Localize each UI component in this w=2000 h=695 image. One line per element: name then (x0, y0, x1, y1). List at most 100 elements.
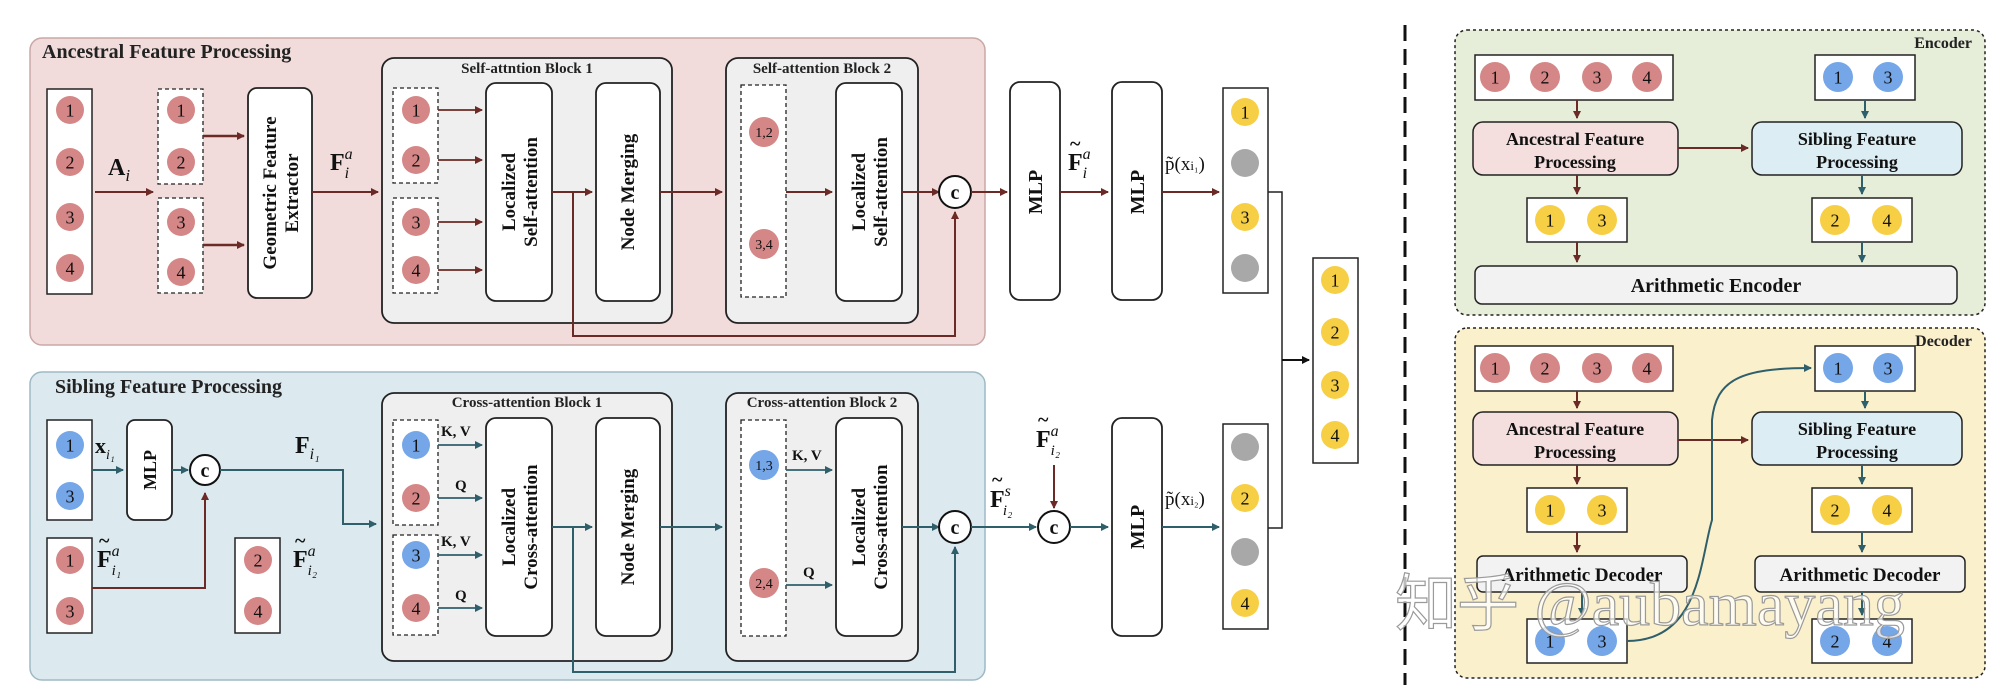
node-label: 2 (254, 550, 263, 570)
node-circle (1231, 149, 1259, 177)
cross-attention-block-2-nodes: 1,32,4 (749, 450, 779, 598)
node-label: 1 (1546, 500, 1555, 520)
self-attention-block-2-nodes: 1,2 3,4 (749, 117, 779, 259)
node-label: 3 (1331, 375, 1340, 395)
svg-text:~: ~ (1070, 133, 1081, 155)
node-label: 2 (177, 152, 186, 172)
node-circle (1873, 62, 1903, 92)
svg-text:c: c (951, 182, 960, 204)
node-circle (1321, 371, 1349, 399)
sibling-feature-label: Fi₁ (295, 433, 320, 463)
svg-text:MLP: MLP (140, 450, 160, 490)
node-circle (56, 148, 84, 176)
node-label: 3 (1241, 207, 1250, 227)
node-label: 1 (1491, 67, 1500, 87)
node-label: 2 (1331, 322, 1340, 342)
node-circle (1820, 495, 1850, 525)
node-label: 2 (66, 152, 75, 172)
node-label: 1 (66, 100, 75, 120)
node-label: 3 (412, 212, 421, 232)
svg-text:c: c (201, 460, 210, 482)
node-circle (402, 541, 430, 569)
node-circle (402, 484, 430, 512)
node-label: 4 (1883, 631, 1892, 651)
node-label: 1 (1491, 358, 1500, 378)
node-circle (1231, 203, 1259, 231)
decoder-sibling-box (1751, 411, 1963, 466)
node-label: 4 (66, 258, 75, 278)
node-circle (1587, 495, 1617, 525)
node-label: 4 (1883, 500, 1892, 520)
extractor-label: Geometric FeatureExtractor (260, 116, 303, 269)
self-attention-block-1-title: Self-attntion Block 1 (461, 61, 593, 77)
node-label: 3 (1884, 67, 1893, 87)
node-label: 1,2 (755, 126, 773, 141)
node-circle (56, 431, 84, 459)
node-label: 1 (66, 550, 75, 570)
svg-text:Processing: Processing (1534, 152, 1616, 172)
node-circle (56, 254, 84, 282)
node-label: 1 (66, 435, 75, 455)
node-label: 1 (1331, 270, 1340, 290)
node-circle (167, 148, 195, 176)
node-label: 4 (1883, 210, 1892, 230)
svg-text:K, V: K, V (441, 424, 471, 440)
node-circle (1480, 62, 1510, 92)
cross-attention-block-1-title: Cross-attention Block 1 (452, 395, 603, 411)
node-circle (1480, 353, 1510, 383)
node-label: 3 (1593, 358, 1602, 378)
sibling-prob-label: p̃(xi₂) (1165, 489, 1205, 510)
svg-text:LocalizedCross-attention: LocalizedCross-attention (499, 464, 542, 590)
node-label: 1 (1546, 631, 1555, 651)
watermark: 知乎 @aubamayang (1395, 571, 1905, 639)
encoder-sibling-box (1751, 121, 1963, 176)
node-circle (1820, 205, 1850, 235)
node-label: 4 (254, 601, 263, 621)
node-label: 1,3 (755, 459, 773, 474)
node-circle (56, 546, 84, 574)
sibling-input-nodes: 13 (56, 431, 84, 510)
node-circle (1231, 433, 1259, 461)
svg-text:Q: Q (455, 478, 467, 494)
node-label: 2 (412, 488, 421, 508)
node-circle (402, 96, 430, 124)
ancestral-title: Ancestral Feature Processing (42, 41, 291, 63)
node-circle (1873, 353, 1903, 383)
node-label: 3,4 (755, 238, 773, 253)
node-circle (749, 117, 779, 147)
node-circle (56, 482, 84, 510)
node-circle (1820, 626, 1850, 656)
node-label: 2 (1831, 500, 1840, 520)
node-circle (1321, 318, 1349, 346)
node-label: 2 (1831, 210, 1840, 230)
svg-text:Arithmetic Encoder: Arithmetic Encoder (1631, 275, 1802, 297)
svg-text:Sibling Feature: Sibling Feature (1798, 419, 1916, 439)
node-circle (56, 597, 84, 625)
node-circle (402, 146, 430, 174)
node-circle (167, 96, 195, 124)
svg-text:Ancestral Feature: Ancestral Feature (1506, 129, 1644, 149)
node-label: 1 (177, 100, 186, 120)
node-label: 3 (1593, 67, 1602, 87)
node-circle (1231, 589, 1259, 617)
node-circle (1530, 353, 1560, 383)
sibling-panel: Sibling Feature Processing 13 xi₁ MLP c … (29, 371, 986, 681)
node-circle (1535, 495, 1565, 525)
node-circle (56, 96, 84, 124)
node-label: 3 (1598, 631, 1607, 651)
node-circle (56, 203, 84, 231)
